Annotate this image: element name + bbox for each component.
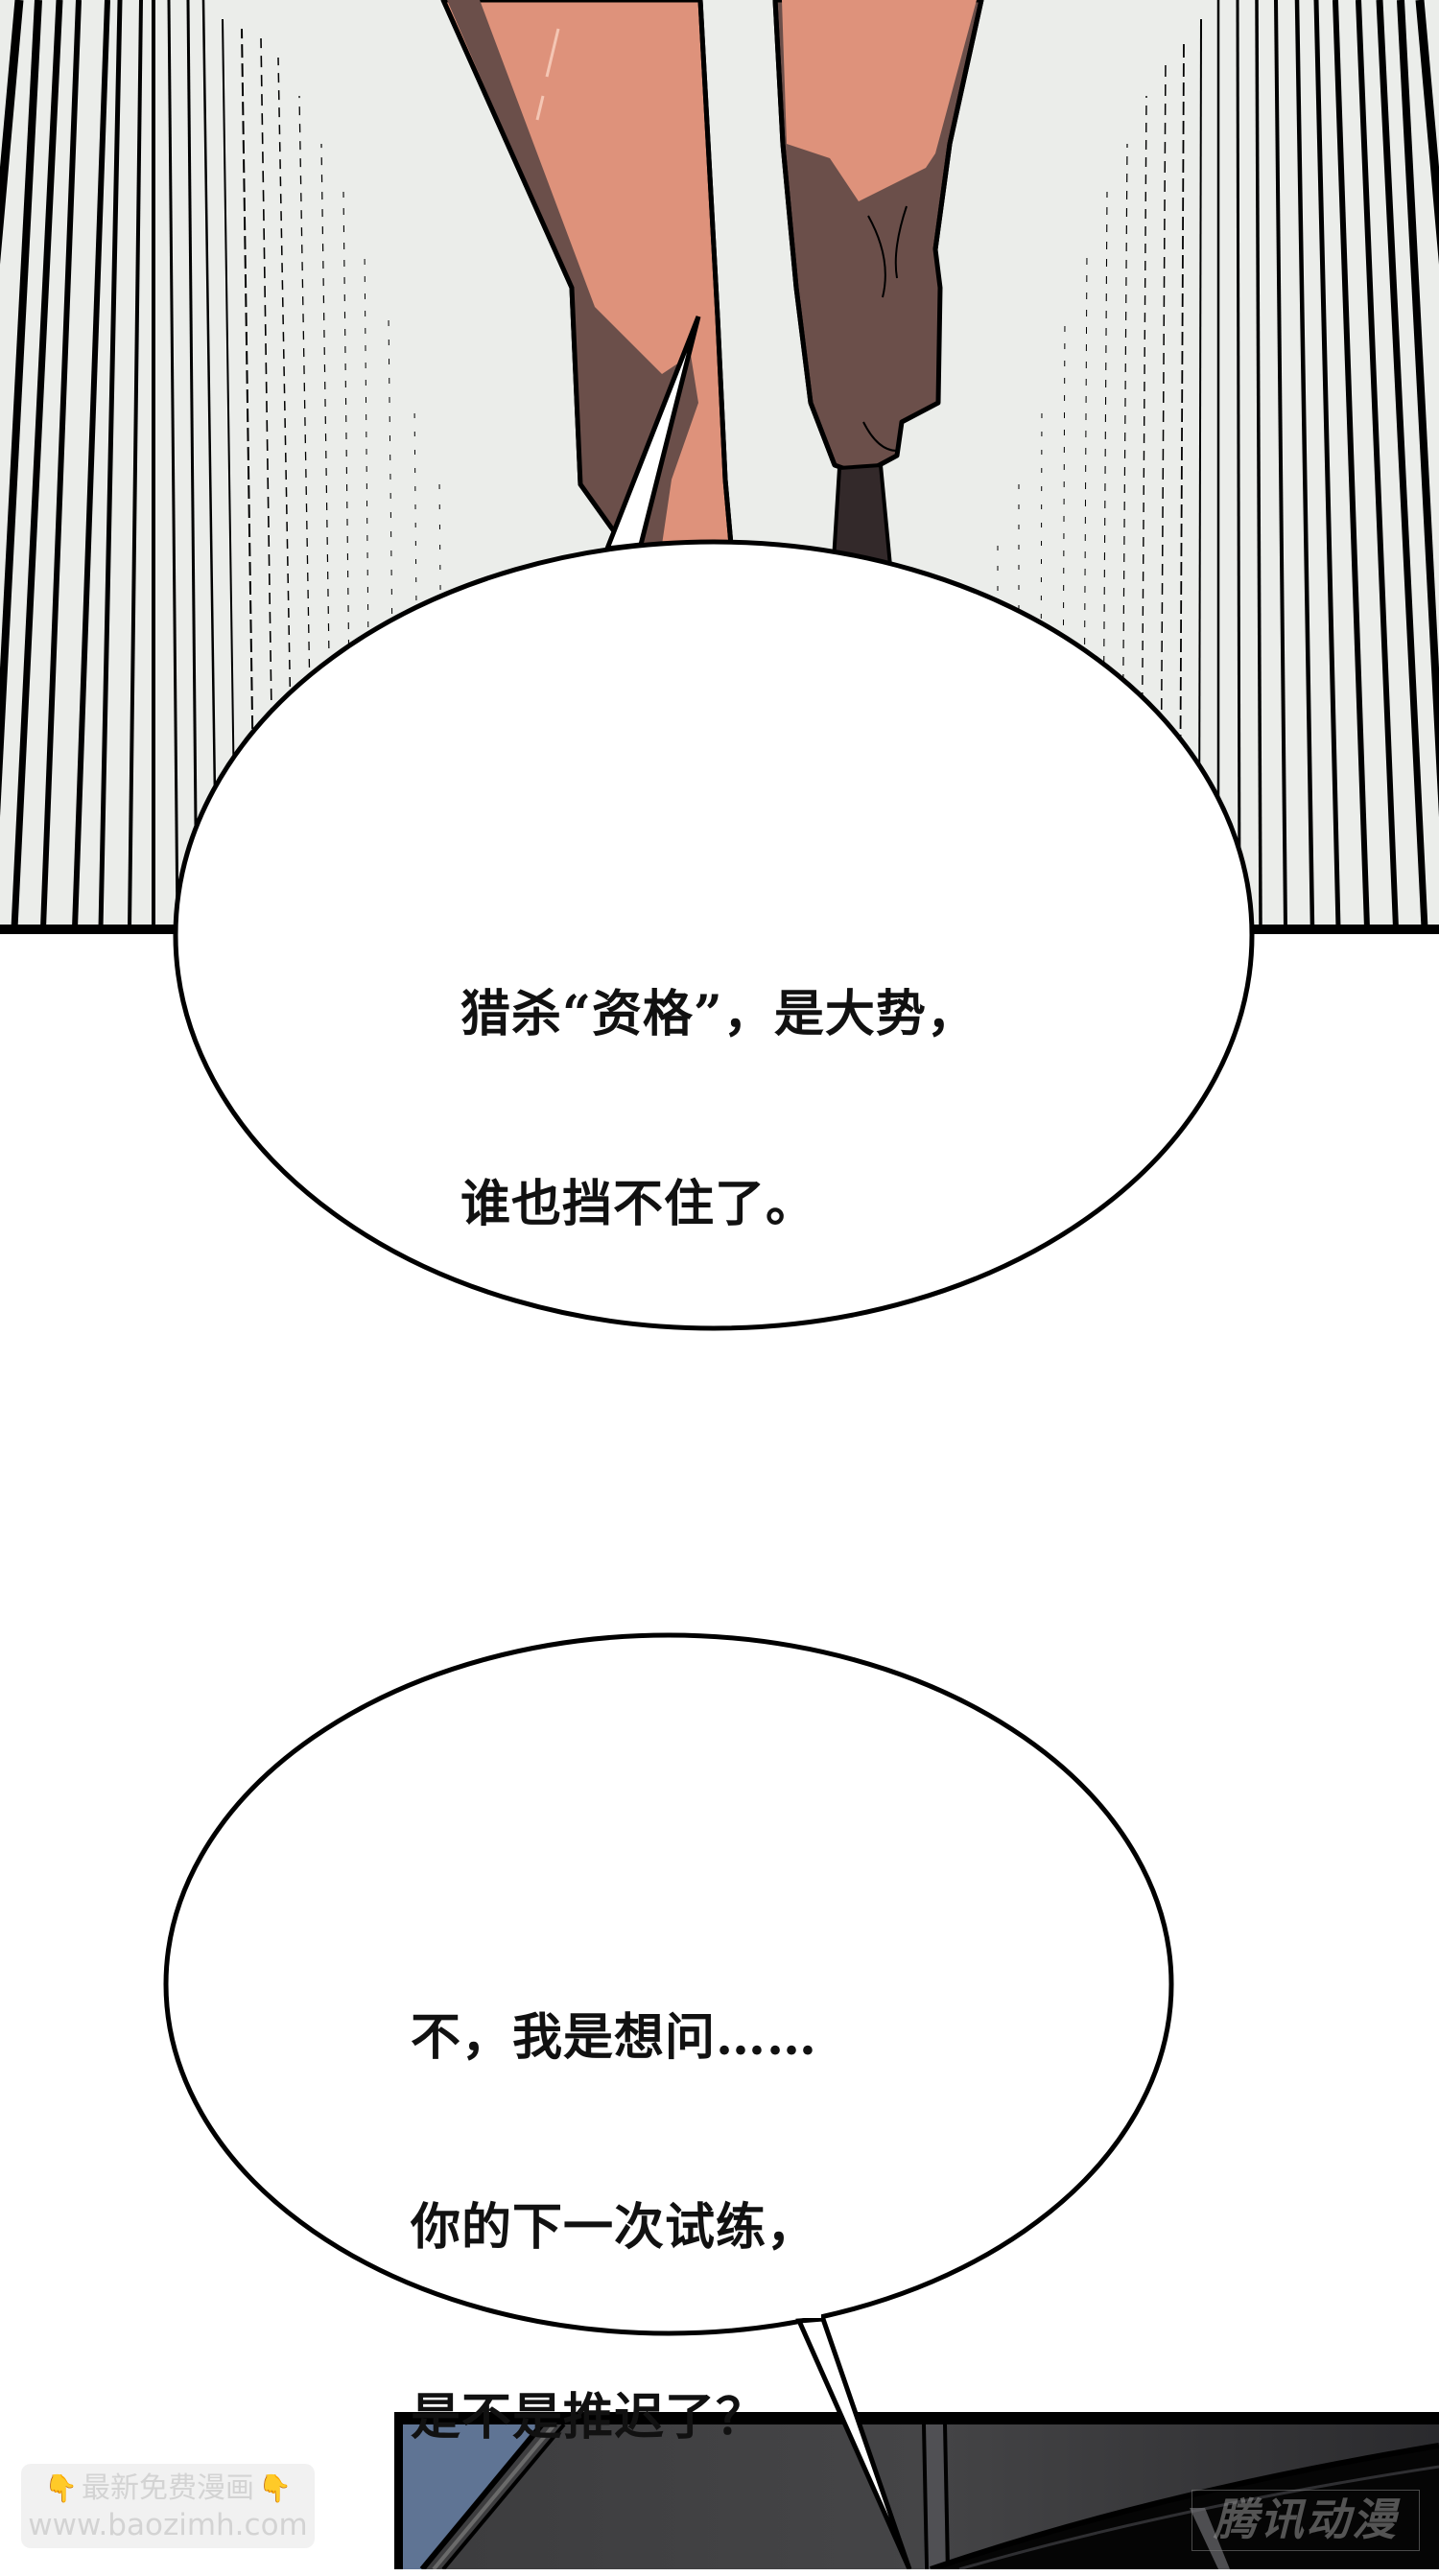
speech-line: 是不是推迟了？ [411,2388,767,2447]
site-watermark: 👇 最新免费漫画 👇 www.baozimh.com [21,2464,315,2548]
speech-line: 不，我是想问…… [411,2008,818,2067]
watermark-promo-text: 最新免费漫画 [82,2471,254,2505]
right-leg [772,0,984,633]
left-leg [440,0,734,548]
pointing-down-hand-icon: 👇 [258,2472,292,2504]
speech-line: 猎杀“资格”，是大势， [460,985,978,1043]
pointing-down-hand-icon: 👇 [44,2472,78,2504]
watermark-url: www.baozimh.com [28,2508,308,2542]
speech-bubble-2-shape [163,1632,1174,2336]
speech-bubble-2: 不，我是想问…… 你的下一次试练， 是不是推迟了？ [411,1880,817,2576]
brand-watermark: 腾讯动漫 [1191,2490,1420,2551]
speech-line: 你的下一次试练， [411,2198,818,2257]
panel-2 [394,2412,1439,2569]
speech-bubble-1-shape [173,316,1255,1331]
speed-lines-left [0,0,442,928]
speech-line: 谁也挡不住了。 [460,1175,817,1233]
speed-lines-right [973,0,1439,928]
speech-bubble-2-tail [795,2308,912,2569]
speech-bubble-1: 猎杀“资格”，是大势， 谁也挡不住了。 [460,856,978,1363]
